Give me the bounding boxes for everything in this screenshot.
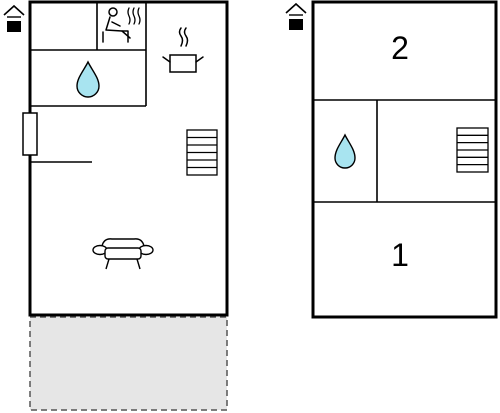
sauna-icon: [102, 7, 131, 43]
entrance-icon: [285, 2, 307, 30]
sofa-icon: [92, 238, 154, 270]
stairs-icon: [186, 129, 218, 176]
kitchen-icon: [162, 27, 204, 73]
upper-floor-outline: [311, 0, 498, 319]
ground-floor: [3, 0, 229, 411]
bathroom-icon: [334, 133, 356, 169]
entrance-icon: [3, 4, 25, 32]
door-icon: [22, 112, 38, 156]
room-label-2: 2: [391, 30, 409, 66]
upper-floor: 2 1: [285, 0, 498, 319]
room-label-1: 1: [391, 237, 409, 273]
stairs-icon: [456, 127, 489, 173]
ground-floor-outline: [28, 0, 229, 317]
terrace-area: [29, 316, 228, 411]
steam-icon: [127, 7, 141, 25]
bathroom-icon: [76, 60, 100, 98]
